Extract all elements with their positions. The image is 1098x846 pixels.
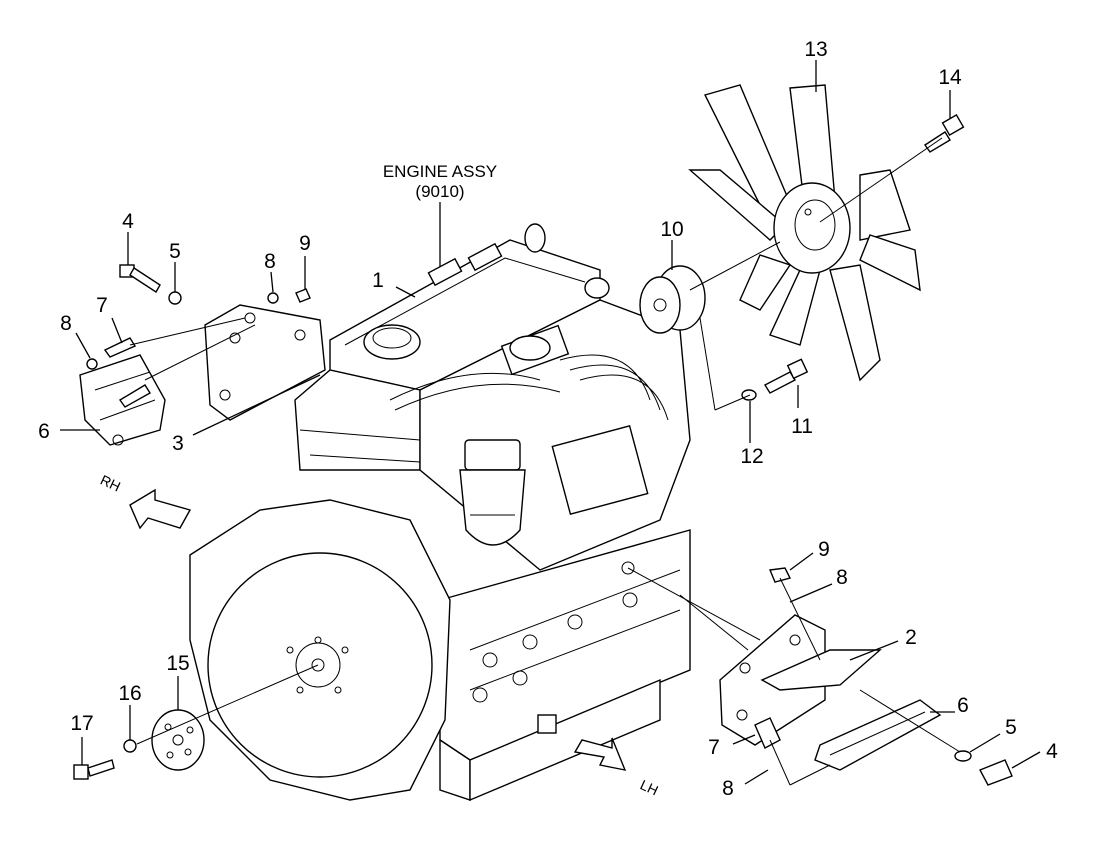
washer-5-left <box>168 291 182 305</box>
cooling-fan <box>688 84 921 382</box>
callout-labels: 1 2 3 4 4 5 5 6 6 7 7 8 8 8 8 9 9 10 11 … <box>38 38 1058 800</box>
callout-8-right-upper: 8 <box>836 566 848 589</box>
callout-9-right: 9 <box>818 538 830 561</box>
callout-14: 14 <box>938 66 962 89</box>
fan-bolt <box>924 113 965 153</box>
bolt-11 <box>764 371 796 394</box>
bolt-17 <box>73 764 89 780</box>
callout-8-right-lower: 8 <box>722 777 734 800</box>
callout-6-right: 6 <box>957 694 969 717</box>
callout-17: 17 <box>70 712 93 735</box>
engine-assy-code: (9010) <box>415 182 464 201</box>
callout-3: 3 <box>172 432 184 455</box>
callout-11: 11 <box>791 415 813 438</box>
callout-4-right: 4 <box>1046 740 1058 763</box>
washer-5-right <box>954 750 972 762</box>
fan-pulley <box>639 265 706 334</box>
nut-9-left <box>295 288 311 303</box>
washer-8-left-lower <box>86 358 98 370</box>
rh-label: RH <box>98 472 123 495</box>
bolt-7-right <box>754 717 781 749</box>
callout-1: 1 <box>372 269 384 292</box>
lh-engine-mount <box>719 567 1013 786</box>
callout-10: 10 <box>660 218 683 241</box>
lh-label: LH <box>638 776 661 798</box>
callout-9-left: 9 <box>299 232 311 255</box>
rh-direction-arrow <box>129 488 192 530</box>
callout-15: 15 <box>166 652 189 675</box>
callout-13: 13 <box>804 38 827 61</box>
nut-9-right <box>769 567 792 583</box>
callout-2: 2 <box>905 626 917 649</box>
leader-lines <box>60 60 1041 786</box>
bolt-4-right <box>979 759 1013 786</box>
callout-8-left-lower: 8 <box>60 312 72 335</box>
washer-16 <box>123 739 137 753</box>
callout-16: 16 <box>118 682 141 705</box>
rh-engine-mount <box>79 304 326 446</box>
callout-4-left: 4 <box>122 210 134 233</box>
lh-direction-arrow <box>573 737 627 771</box>
callout-8-left-upper: 8 <box>264 250 276 273</box>
callout-7-right: 7 <box>708 736 720 759</box>
washer-8-left-upper <box>267 292 279 304</box>
callout-7-left: 7 <box>96 294 108 317</box>
engine-assy-title: ENGINE ASSY <box>383 162 497 181</box>
callout-12: 12 <box>740 445 763 468</box>
callout-6-left: 6 <box>38 420 50 443</box>
callout-5-left: 5 <box>169 240 181 263</box>
engine-assembly <box>189 223 691 802</box>
callout-5-right: 5 <box>1005 716 1017 739</box>
